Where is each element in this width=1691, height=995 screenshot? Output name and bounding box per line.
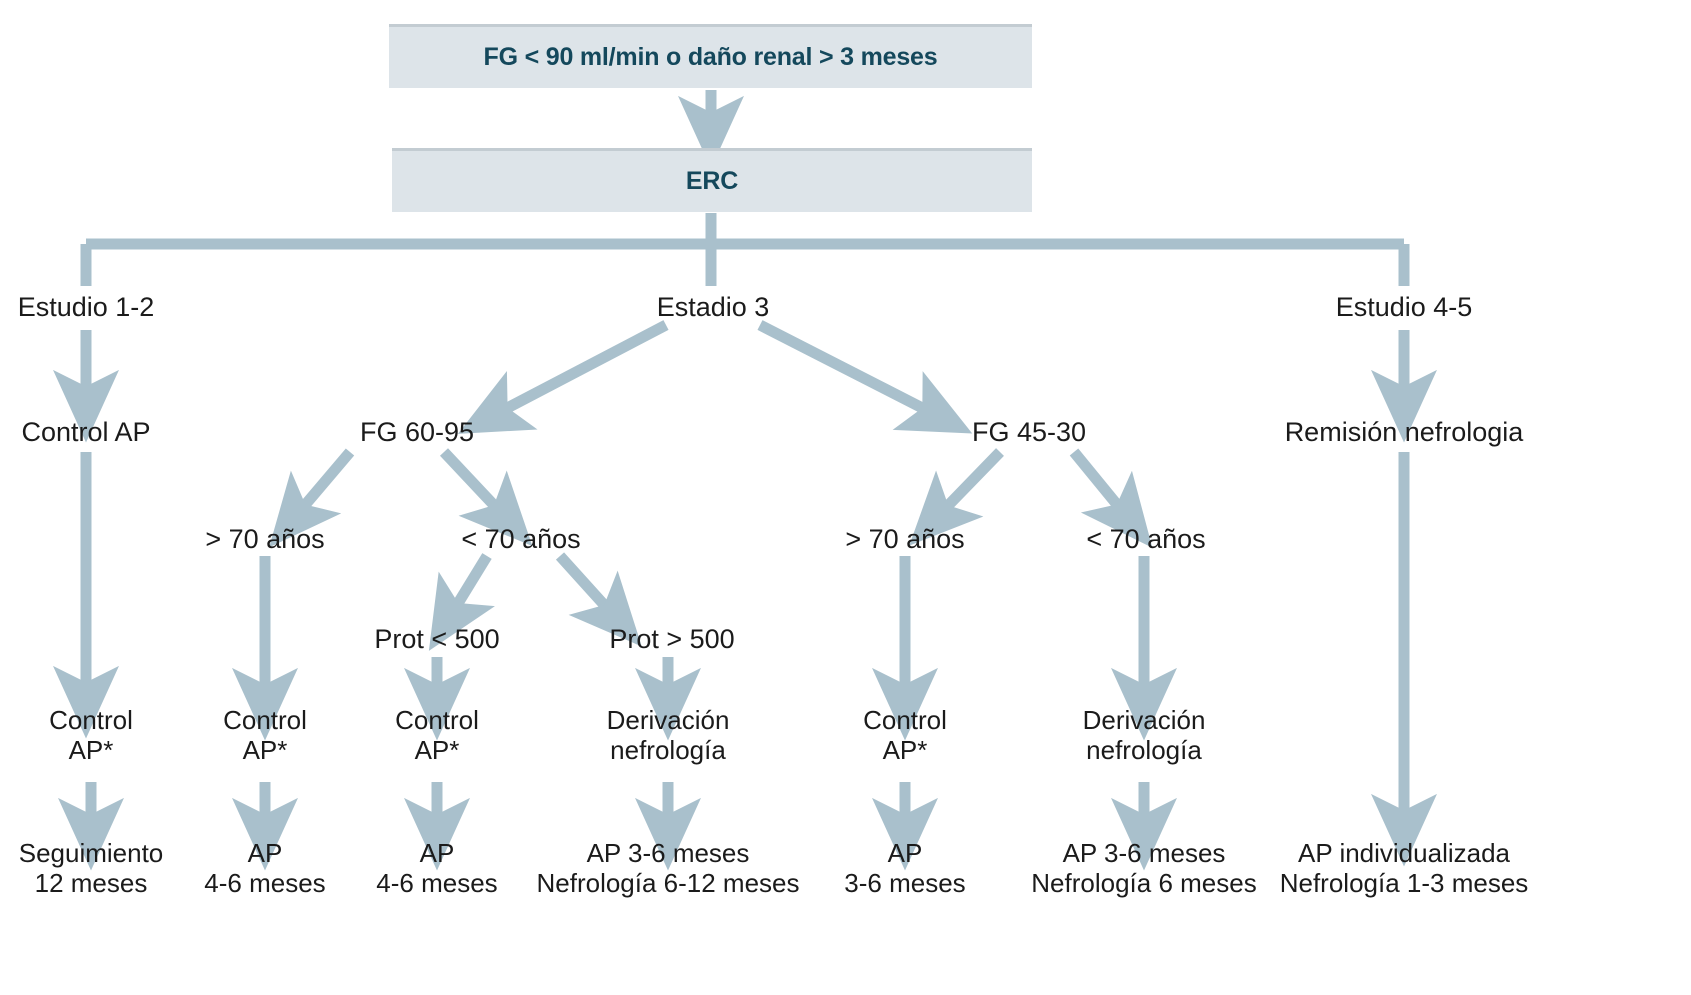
node-action-6: Derivación nefrología (1082, 705, 1206, 766)
node-age-gt70-right: > 70 años (845, 524, 965, 554)
node-final-6: AP 3-6 meses Nefrología 6 meses (1031, 838, 1257, 899)
node-final-1: Seguimiento 12 meses (18, 838, 164, 899)
arrow-lt70left-to-protgt500 (555, 552, 642, 647)
node-final-2: AP 4-6 meses (204, 838, 326, 899)
node-age-lt70-right: < 70 años (1086, 524, 1206, 554)
node-age-gt70-left: > 70 años (205, 524, 325, 554)
node-final-4: AP 3-6 meses Nefrología 6-12 meses (536, 838, 800, 899)
node-action-4: Derivación nefrología (606, 705, 730, 766)
node-stage-3: Estadio 3 (656, 292, 770, 322)
node-stage-1-2: Estudio 1-2 (17, 292, 155, 322)
node-action-3: Control AP* (395, 705, 479, 766)
arrow-stage3-to-fg4530 (757, 320, 973, 434)
node-stage-4-5: Estudio 4-5 (1335, 292, 1473, 322)
node-final-7: AP individualizada Nefrología 1-3 meses (1279, 838, 1529, 899)
node-prot-lt-500: Prot < 500 (374, 624, 500, 654)
node-fg-45-30: FG 45-30 (971, 417, 1087, 447)
node-prot-gt-500: Prot > 500 (609, 624, 735, 654)
erc-box: ERC (392, 148, 1032, 212)
node-fg-60-95: FG 60-95 (359, 417, 475, 447)
criteria-box: FG < 90 ml/min o daño renal > 3 meses (389, 24, 1032, 88)
node-remision-nefrologia: Remisión nefrologia (1284, 417, 1524, 447)
node-action-1: Control AP* (49, 705, 133, 766)
erc-box-label: ERC (685, 167, 739, 195)
node-control-ap: Control AP (21, 417, 151, 447)
arrow-fg6095-to-lt70 (439, 448, 533, 547)
arrow-stage3-to-fg6095 (457, 320, 669, 434)
arrow-fg4530-to-lt70 (1069, 448, 1153, 548)
node-final-3: AP 4-6 meses (376, 838, 498, 899)
node-action-2: Control AP* (223, 705, 307, 766)
arrow-fg4530-to-gt70 (909, 448, 1004, 546)
arrow-lt70left-to-protlt500 (428, 553, 495, 651)
node-age-lt70-left: < 70 años (461, 524, 581, 554)
node-action-5: Control AP* (863, 705, 947, 766)
node-final-5: AP 3-6 meses (844, 838, 966, 899)
criteria-box-label: FG < 90 ml/min o daño renal > 3 meses (483, 43, 938, 71)
arrow-fg6095-to-gt70 (269, 448, 355, 548)
